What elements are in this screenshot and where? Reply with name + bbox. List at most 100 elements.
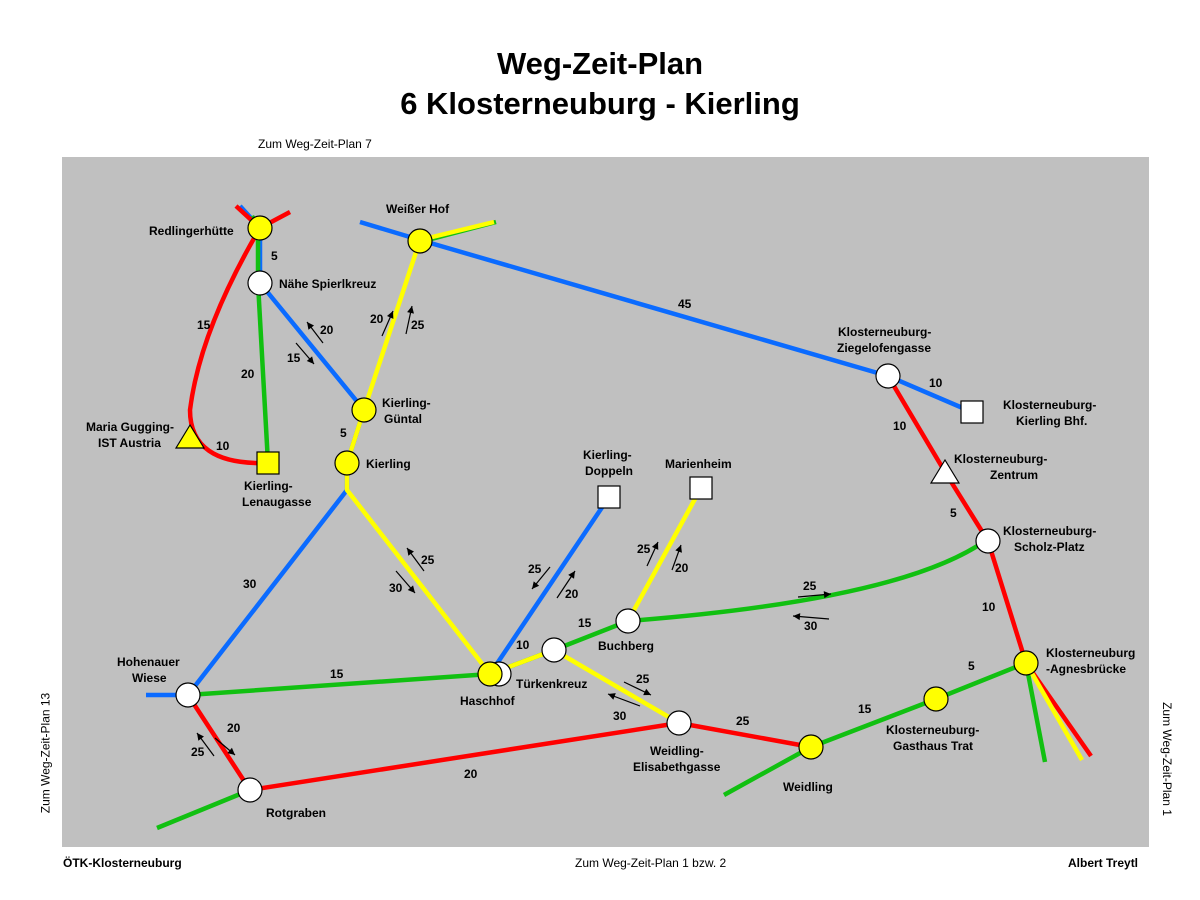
walking-time-label: 25 xyxy=(411,318,425,332)
stations xyxy=(174,215,1039,803)
direction-arrowhead xyxy=(651,542,659,550)
station-haschhof-marker[interactable] xyxy=(477,661,503,687)
station-marienheim-marker[interactable] xyxy=(689,476,713,500)
direction-arrowhead xyxy=(568,571,575,579)
walking-time-label: 20 xyxy=(227,721,241,735)
link-plan-bottom[interactable]: Zum Weg-Zeit-Plan 1 bzw. 2 xyxy=(575,856,727,870)
direction-arrowhead xyxy=(643,688,651,696)
station-weisser-hof-marker[interactable] xyxy=(407,228,433,254)
walking-time-label: 10 xyxy=(982,600,996,614)
direction-arrowhead xyxy=(675,545,682,553)
walking-time-label: 5 xyxy=(968,659,975,673)
station-klbg-zentrum-marker[interactable] xyxy=(929,458,961,484)
station-klbg-kierling-bhf-label: Kierling Bhf. xyxy=(1016,414,1087,428)
station-kierling-doppeln-marker[interactable] xyxy=(597,485,621,509)
walking-time-label: 15 xyxy=(330,667,344,681)
station-buchberg-marker[interactable] xyxy=(615,608,641,634)
station-hohenauer-wiese-marker[interactable] xyxy=(175,682,201,708)
station-klbg-ziegelofengasse-label: Klosterneuburg- xyxy=(838,325,931,339)
footer-left: ÖTK-Klosterneuburg xyxy=(63,856,182,870)
link-plan-left[interactable]: Zum Weg-Zeit-Plan 13 xyxy=(38,692,53,814)
station-klbg-agnesbruecke-label: -Agnesbrücke xyxy=(1046,662,1126,676)
station-kierling-doppeln-label: Doppeln xyxy=(585,464,633,478)
station-weidling-elisabethgasse-label: Elisabethgasse xyxy=(633,760,721,774)
station-klbg-gasthaus-trat-label: Gasthaus Trat xyxy=(893,739,973,753)
station-tuerkenkreuz-marker[interactable] xyxy=(541,637,567,663)
station-kierling-label: Kierling xyxy=(366,457,411,471)
direction-arrowhead xyxy=(307,322,315,330)
walking-time-label: 25 xyxy=(803,579,817,593)
station-maria-gugging-marker[interactable] xyxy=(174,423,206,449)
station-rotgraben-label: Rotgraben xyxy=(266,806,326,820)
station-kierling-lenaugasse-label: Kierling- xyxy=(244,479,293,493)
direction-arrowhead xyxy=(532,581,540,589)
walking-time-label: 45 xyxy=(678,297,692,311)
blue-route-segment xyxy=(359,219,973,415)
station-naehe-spierlkreuz-marker[interactable] xyxy=(247,270,273,296)
station-kierling-lenaugasse-marker[interactable] xyxy=(256,451,280,475)
page-title-line-2: 6 Klosterneuburg - Kierling xyxy=(400,86,800,121)
direction-arrows xyxy=(196,305,832,757)
blue-route-segment xyxy=(488,495,611,676)
station-klbg-scholz-platz-marker[interactable] xyxy=(975,528,1001,554)
station-klbg-gasthaus-trat-marker[interactable] xyxy=(923,686,949,712)
station-kierling-guental-label: Kierling- xyxy=(382,396,431,410)
footer-right: Albert Treytl xyxy=(1068,856,1139,870)
direction-arrowhead xyxy=(386,311,394,319)
station-redlingerhuette-marker[interactable] xyxy=(247,215,273,241)
walking-time-label: 30 xyxy=(613,709,627,723)
station-klbg-gasthaus-trat-label: Klosterneuburg- xyxy=(886,723,979,737)
station-klbg-ziegelofengasse-label: Ziegelofengasse xyxy=(837,341,931,355)
direction-arrowhead xyxy=(608,693,616,700)
walking-time-label: 20 xyxy=(675,561,689,575)
walking-time-label: 25 xyxy=(421,553,435,567)
station-maria-gugging-label: IST Austria xyxy=(98,436,161,450)
station-hohenauer-wiese-label: Hohenauer xyxy=(117,655,180,669)
station-tuerkenkreuz-label: Türkenkreuz xyxy=(516,677,587,691)
yellow-route-segment xyxy=(626,486,703,623)
station-kierling-marker[interactable] xyxy=(334,450,360,476)
station-klbg-zentrum-label: Zentrum xyxy=(990,468,1038,482)
direction-arrowhead xyxy=(407,306,414,314)
station-klbg-agnesbruecke-marker[interactable] xyxy=(1013,650,1039,676)
walking-time-label: 25 xyxy=(736,714,750,728)
walking-time-label: 10 xyxy=(929,376,943,390)
station-klbg-ziegelofengasse-marker[interactable] xyxy=(875,363,901,389)
station-weisser-hof-label: Weißer Hof xyxy=(386,202,450,216)
station-klbg-scholz-platz-label: Scholz-Platz xyxy=(1014,540,1085,554)
direction-arrowhead xyxy=(407,548,414,556)
station-weidling-elisabethgasse-label: Weidling- xyxy=(650,744,704,758)
link-plan-right[interactable]: Zum Weg-Zeit-Plan 1 xyxy=(1159,702,1174,816)
walking-time-label: 30 xyxy=(804,619,818,633)
walking-time-label: 5 xyxy=(340,426,347,440)
station-rotgraben-marker[interactable] xyxy=(237,777,263,803)
station-weidling-marker[interactable] xyxy=(798,734,824,760)
station-naehe-spierlkreuz-label: Nähe Spierlkreuz xyxy=(279,277,376,291)
station-klbg-kierling-bhf-marker[interactable] xyxy=(960,400,984,424)
walking-time-label: 15 xyxy=(858,702,872,716)
walking-time-label: 15 xyxy=(578,616,592,630)
station-marienheim-label: Marienheim xyxy=(665,457,732,471)
walking-time-label: 20 xyxy=(320,323,334,337)
walking-time-label: 20 xyxy=(565,587,579,601)
direction-arrowhead xyxy=(306,356,314,364)
walking-time-label: 5 xyxy=(950,506,957,520)
direction-arrowhead xyxy=(407,585,415,593)
station-hohenauer-wiese-label: Wiese xyxy=(132,671,167,685)
walking-time-label: 25 xyxy=(528,562,542,576)
station-kierling-guental-marker[interactable] xyxy=(351,397,377,423)
station-weidling-elisabethgasse-marker[interactable] xyxy=(666,710,692,736)
direction-arrowhead xyxy=(823,591,831,599)
link-plan-top[interactable]: Zum Weg-Zeit-Plan 7 xyxy=(258,137,372,151)
walking-time-label: 10 xyxy=(516,638,530,652)
station-haschhof-label: Haschhof xyxy=(460,694,516,708)
red-route-segment xyxy=(187,226,267,466)
direction-arrowhead xyxy=(793,613,801,621)
walking-time-label: 30 xyxy=(243,577,257,591)
walking-time-label: 30 xyxy=(389,581,403,595)
walking-time-label: 5 xyxy=(271,249,278,263)
direction-arrowhead xyxy=(197,733,204,741)
